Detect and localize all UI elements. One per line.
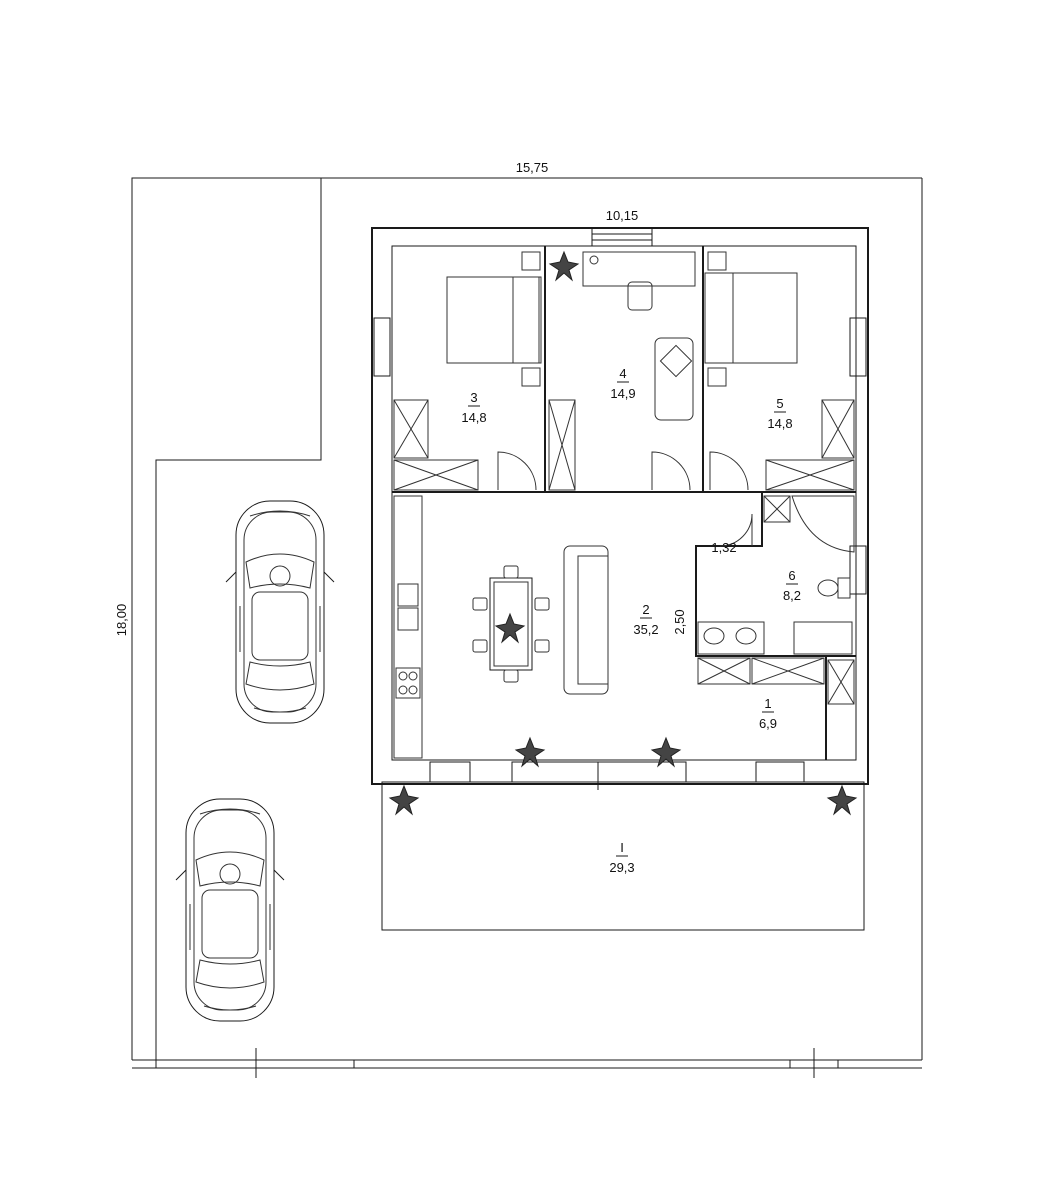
- hall-width-label: 1,32: [711, 540, 736, 555]
- room-area: 6,9: [759, 716, 777, 731]
- room-label-4: 4 14,9: [610, 366, 635, 401]
- room-area: 29,3: [609, 860, 634, 875]
- room-number: 3: [470, 390, 477, 405]
- room-number: 4: [619, 366, 626, 381]
- room-area: 8,2: [783, 588, 801, 603]
- car-icon-1: [225, 500, 335, 724]
- room-label-6: 6 8,2: [783, 568, 801, 603]
- room-label-3: 3 14,8: [461, 390, 486, 425]
- room-area: 14,8: [767, 416, 792, 431]
- room-area: 35,2: [633, 622, 658, 637]
- bathroom-furniture: [697, 495, 855, 705]
- terrace: [381, 781, 865, 931]
- plant-icons: [389, 251, 857, 815]
- house-width-label: 10,15: [606, 208, 639, 223]
- room-area: 14,9: [610, 386, 635, 401]
- room-label-5: 5 14,8: [767, 396, 792, 431]
- room-number: 2: [642, 602, 649, 617]
- room-number: 5: [776, 396, 783, 411]
- plot-depth-label: 18,00: [114, 604, 129, 637]
- bedroom-5-furniture: [704, 251, 855, 491]
- room-label-2: 2 35,2: [633, 602, 658, 637]
- plot-width-label: 15,75: [516, 160, 549, 175]
- room-label-terrace: I 29,3: [609, 840, 634, 875]
- office-4-furniture: [548, 251, 696, 491]
- house-walls: [371, 227, 869, 790]
- room-area: 14,8: [461, 410, 486, 425]
- plot-boundary: [131, 177, 923, 1078]
- bath-depth-label: 2,50: [672, 609, 687, 634]
- car-icon-2: [175, 798, 285, 1022]
- living-kitchen-furniture: [393, 495, 753, 759]
- room-label-1: 1 6,9: [759, 696, 777, 731]
- bedroom-3-furniture: [393, 251, 542, 491]
- room-number: I: [620, 840, 624, 855]
- room-number: 1: [764, 696, 771, 711]
- room-number: 6: [788, 568, 795, 583]
